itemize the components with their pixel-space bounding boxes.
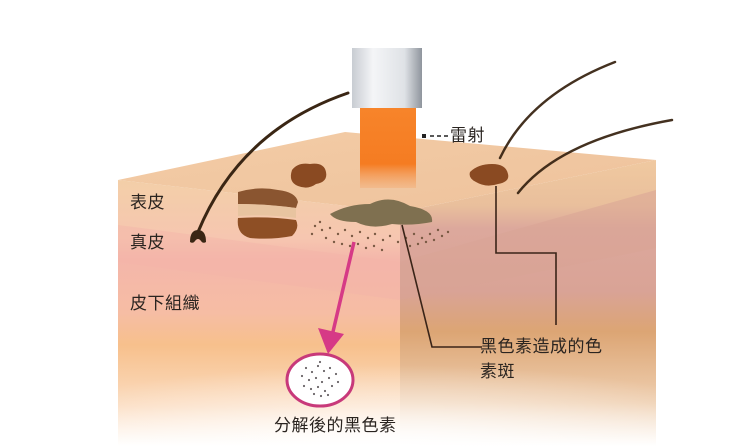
laser-marker-square: [422, 134, 426, 138]
laser-beam: [360, 108, 416, 188]
arrow-head: [318, 328, 344, 354]
pigment-spot-layered-mid: [238, 204, 296, 218]
pigment-spot-top-left: [290, 163, 327, 188]
label-laser: 雷射: [450, 126, 485, 146]
pigment-spot-right: [469, 164, 509, 186]
hair-left: [196, 91, 350, 234]
pointer-line-right-spot: [495, 186, 557, 325]
pointer-line-center-spot: [401, 224, 482, 348]
label-epidermis: 表皮: [130, 193, 165, 213]
label-pigment-spot-line2: 素斑: [480, 362, 515, 382]
dermis-layer-front: [118, 225, 400, 300]
hair-bulb-left: [190, 230, 206, 243]
label-pigment-spot-line1: 黑色素造成的色: [480, 337, 603, 357]
pigment-spot-center: [330, 199, 433, 227]
melanin-dots: [310, 220, 450, 252]
hair-right-1: [498, 60, 617, 160]
bottom-fade: [100, 330, 680, 446]
label-dermis: 真皮: [130, 233, 165, 253]
label-broken-down-melanin: 分解後的黑色素: [274, 416, 397, 436]
pigment-spot-layered-upper: [238, 188, 298, 208]
broken-melanin-particles: [300, 360, 340, 398]
hair-right-2: [516, 118, 674, 195]
dermis-layer-side: [400, 190, 656, 300]
melanin-circle: [285, 352, 355, 408]
label-subcutaneous: 皮下組織: [130, 294, 200, 314]
pigment-spot-layered-lower: [237, 217, 298, 239]
arrow-shaft: [330, 241, 356, 337]
laser-head: [352, 48, 422, 108]
